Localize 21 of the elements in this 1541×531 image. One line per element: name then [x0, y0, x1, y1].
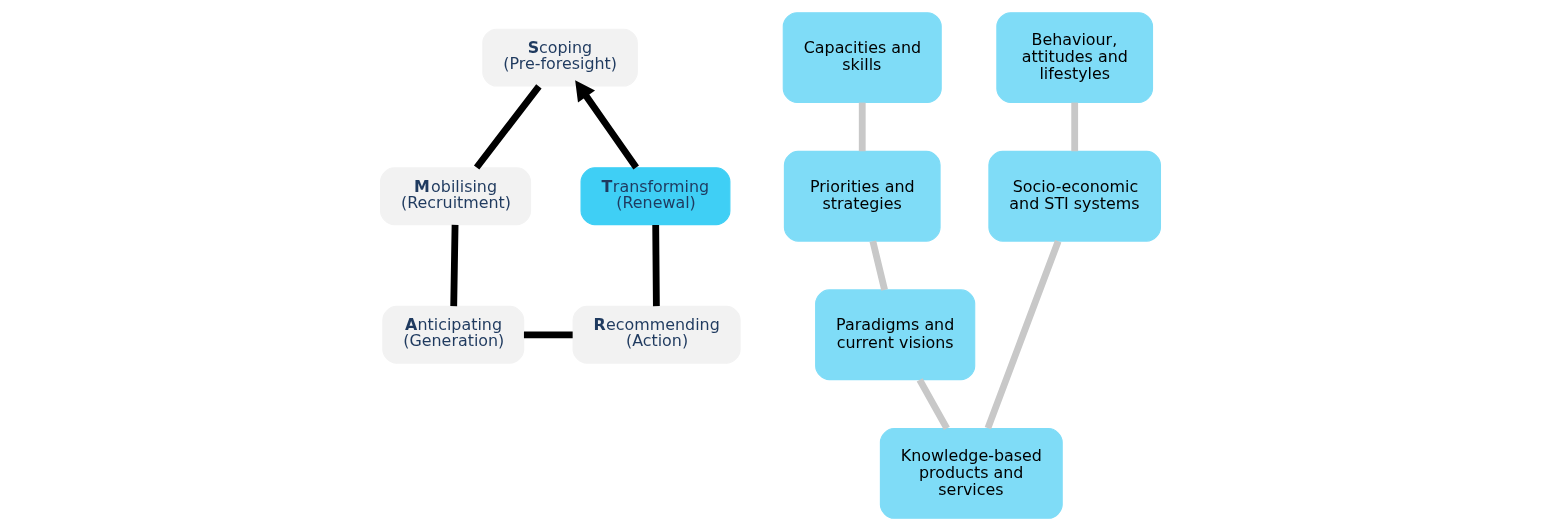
node-box: Knowledge-based products and services	[879, 427, 1063, 519]
arrow	[575, 80, 639, 170]
connector	[869, 240, 888, 291]
node-box: Anticipating (Generation)	[382, 305, 525, 364]
node-box: Capacities and skills	[782, 12, 942, 104]
connector	[916, 378, 950, 431]
connector	[1071, 102, 1079, 152]
node-box: Mobilising (Recruitment)	[379, 167, 532, 226]
connector	[450, 224, 459, 307]
connector	[473, 84, 542, 170]
node-box: Socio-economic and STI systems	[988, 150, 1162, 242]
connector	[652, 224, 660, 307]
connector	[858, 102, 866, 152]
node-box: Scoping (Pre-foresight)	[482, 28, 638, 87]
connector	[523, 331, 573, 339]
node-box: Recommending (Action)	[572, 305, 741, 364]
node-box: Transforming (Renewal)	[580, 167, 731, 226]
connector	[984, 240, 1062, 430]
node-box: Priorities and strategies	[783, 150, 941, 242]
node-box: Paradigms and current visions	[815, 289, 976, 381]
node-box: Behaviour, attitudes and lifestyles	[996, 12, 1154, 104]
